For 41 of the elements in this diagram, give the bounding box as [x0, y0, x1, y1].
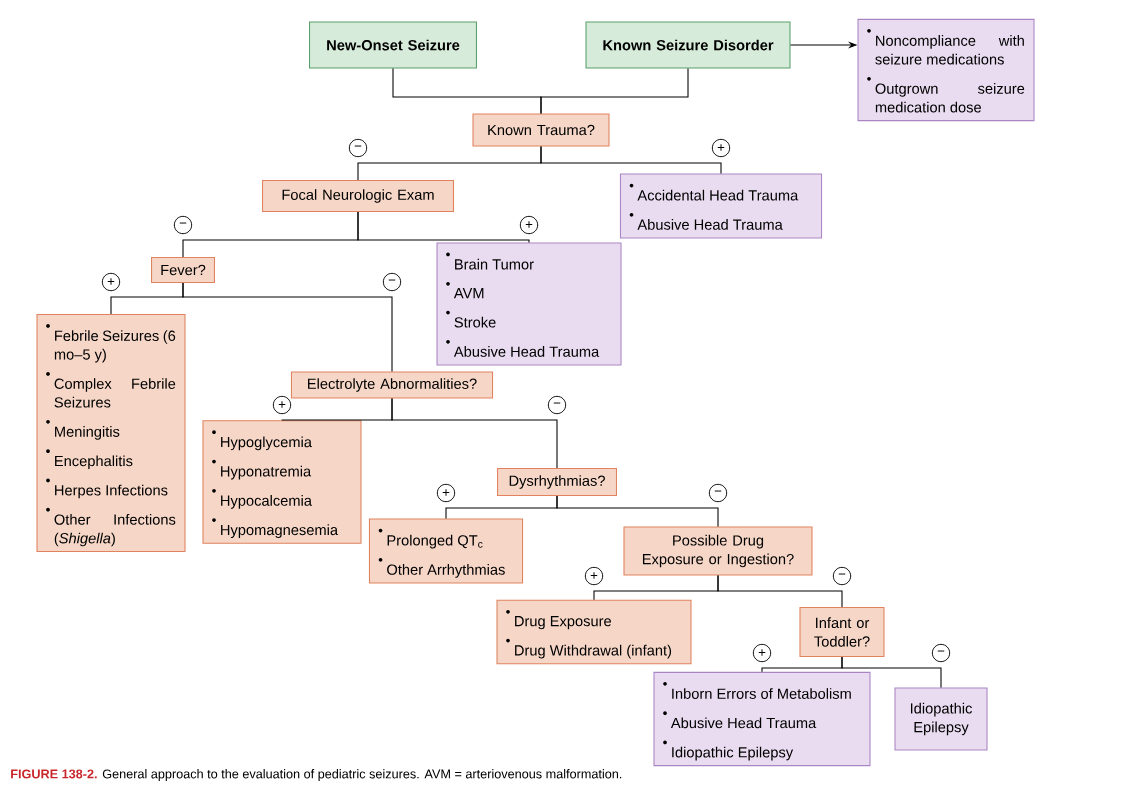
decision-box: Known Trauma?: [472, 113, 610, 147]
edge-label: +: [711, 138, 731, 158]
connector: [540, 68, 689, 114]
diagnosis-box: Noncompliance with seizure medications Outgrown seizure medication dose: [857, 18, 1035, 122]
decision-box: Electrolyte Abnormalities?: [290, 371, 494, 399]
start-box: New-Onset Seizure: [309, 21, 477, 69]
connector: [391, 398, 558, 469]
decision-box: Hypoglycemia Hyponatremia Hypocalcemia Hypomagnesemia: [202, 420, 362, 544]
decision-box: Possible Drug Exposure or Ingestion?: [623, 526, 813, 576]
edge-label: +: [519, 215, 539, 235]
edge-label: −: [382, 272, 402, 292]
connector: [182, 282, 393, 372]
decision-box: Infant or Toddler?: [799, 606, 885, 658]
decision-box: Drug Exposure Drug Withdrawal (infant): [496, 599, 692, 665]
decision-box: Focal Neurologic Exam: [262, 180, 454, 212]
edge-label: +: [101, 272, 121, 292]
decision-box: Dysrhythmias?: [497, 468, 617, 496]
start-box: Known Seizure Disorder: [585, 21, 791, 69]
edge-label: +: [436, 483, 456, 503]
connector: [357, 211, 530, 244]
decision-box: Prolonged QT$_{c}$ Other Arrhythmias: [368, 518, 524, 584]
edge-label: −: [547, 395, 567, 415]
edge-label: −: [173, 215, 193, 235]
connector: [841, 656, 942, 688]
edge-label: −: [931, 643, 951, 663]
diagnosis-box: Accidental Head Trauma Abusive Head Trauma: [619, 173, 823, 239]
diagnosis-box: Brain Tumor AVM Stroke Abusive Head Trauma: [436, 242, 622, 366]
edge-label: +: [272, 395, 292, 415]
connector: [717, 575, 843, 608]
diagnosis-box: Idiopathic Epilepsy: [894, 687, 988, 751]
edge-label: −: [708, 483, 728, 503]
connector: [540, 146, 722, 175]
edge-label: +: [752, 643, 772, 663]
figure-caption: FIGURE 138-2. General approach to the evaluation of pediatric seizures. AVM = arteriovenous malformation.: [11, 769, 622, 781]
decision-box: Fever?: [151, 256, 215, 284]
connector: [556, 495, 719, 527]
edge-label: −: [832, 566, 852, 586]
edge-label: +: [584, 566, 604, 586]
diagnosis-box: Inborn Errors of Metabolism Abusive Head Trauma Idiopathic Epilepsy: [653, 671, 871, 767]
edge-label: −: [348, 138, 368, 158]
decision-box: Febrile Seizures (6 mo–5 y) Complex Febrile Seizures Meningitis Encephalitis Herpes Infections Other Infections (Shigella): [36, 313, 186, 553]
